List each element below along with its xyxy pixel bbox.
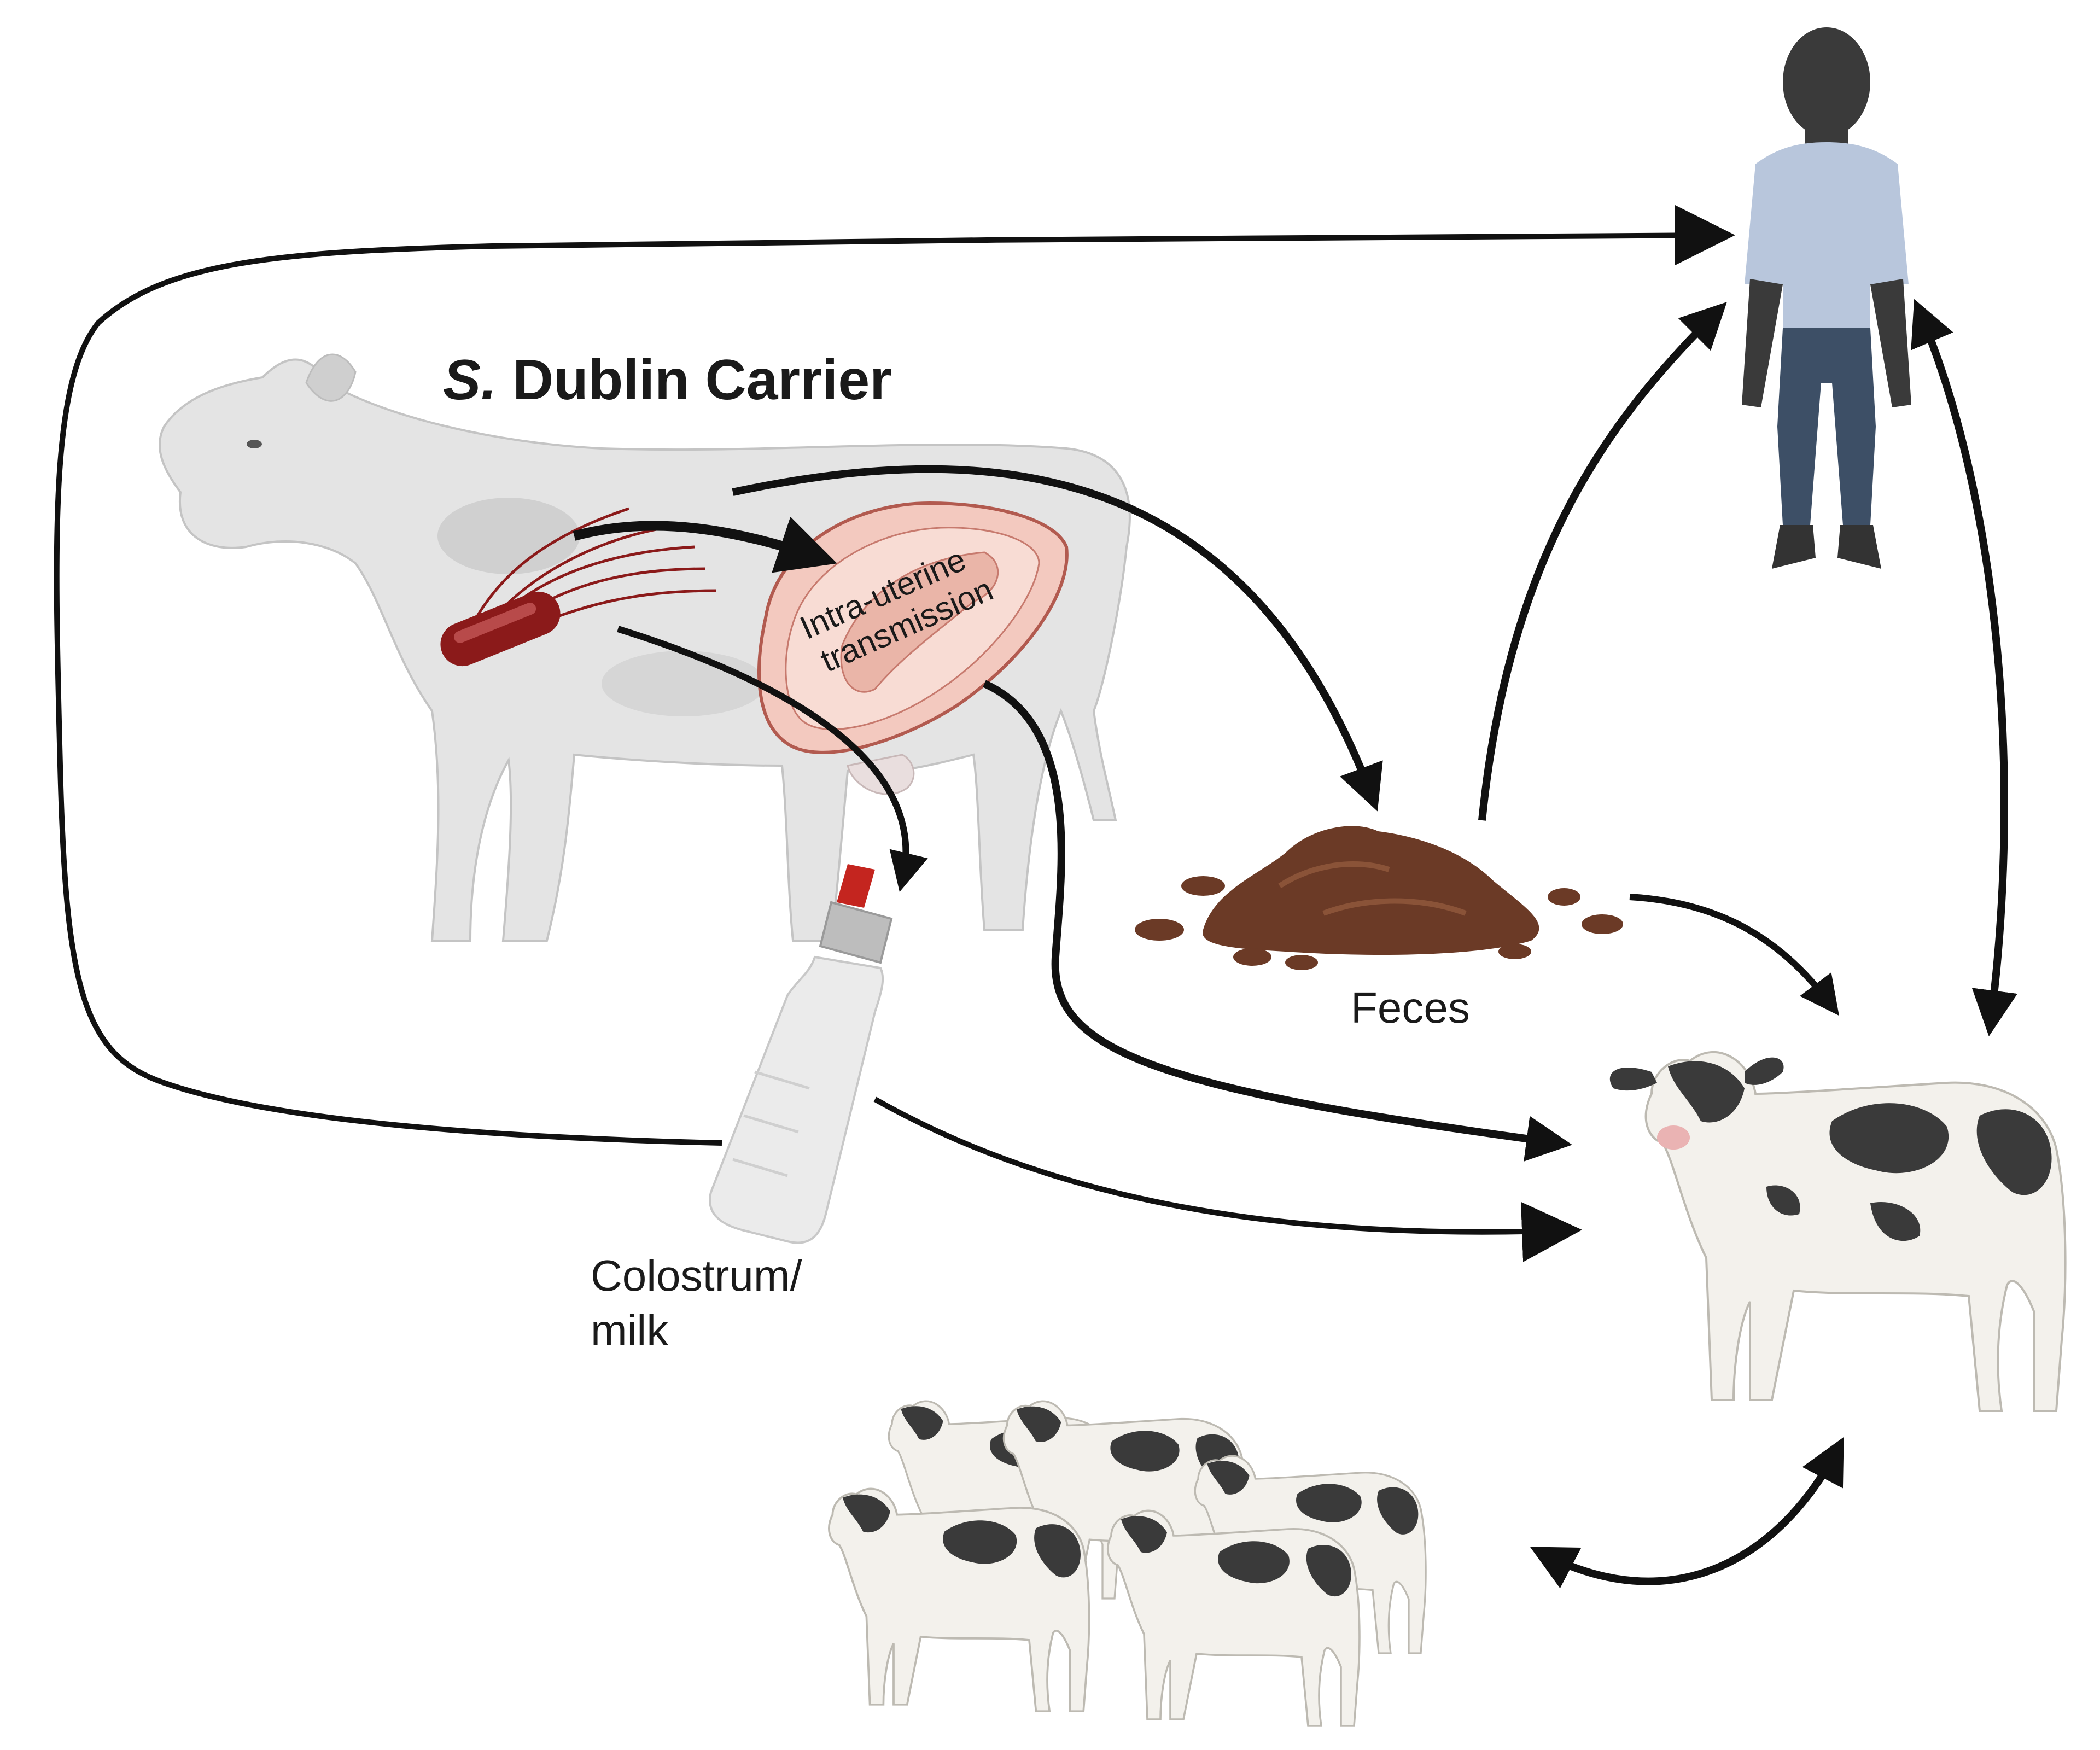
feces-label: Feces [1351,983,1470,1032]
arrow-carrier-to-calf [983,680,1572,1162]
arrow-feces-to-human [1478,302,1727,821]
arrow-feces-to-calf [1629,894,1839,1016]
arrow-carrier-to-milk [617,626,928,892]
arrows [54,205,2018,1589]
calf-herd-illustration [828,1400,1427,1727]
arrow-bacterium-to-uterus [573,516,837,573]
arrow-herd-calf [1530,1437,1844,1589]
colostrum-label: Colostrum/ milk [591,1251,814,1355]
human-figure-icon [1742,27,1911,569]
diagram-title: S. Dublin Carrier [443,348,892,412]
feces-pile-icon [1135,826,1623,970]
calf-main-illustration [1609,1051,2067,1412]
arrow-carrier-to-human [54,205,1735,1146]
arrow-milk-to-calf [873,1096,1582,1262]
arrow-human-calf [1911,299,2018,1036]
bacterium-icon [440,507,717,667]
milk-bottle-icon [709,864,893,1244]
arrow-carrier-to-feces [732,465,1383,812]
